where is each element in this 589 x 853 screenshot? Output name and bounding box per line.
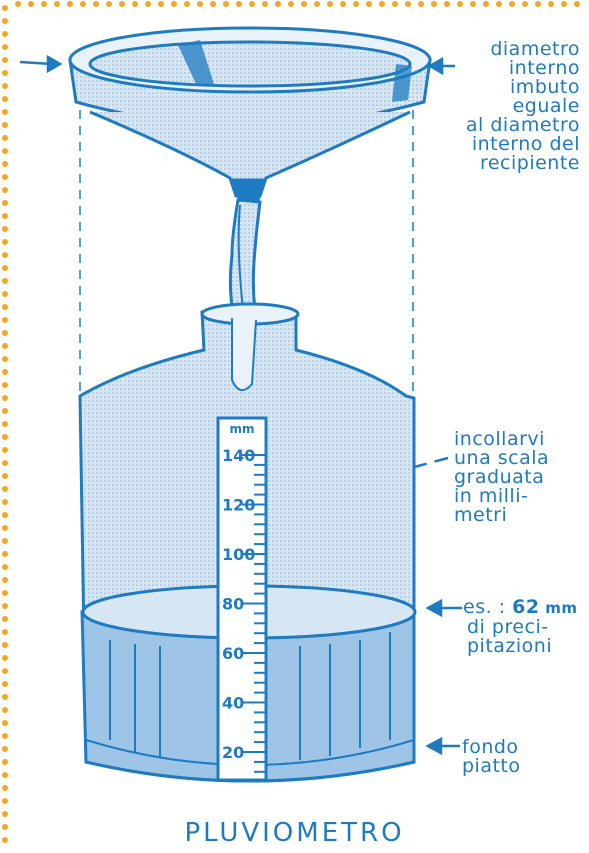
rainfall-first-line: es. : 62 mm bbox=[463, 598, 578, 618]
scale-label-line: metri bbox=[454, 506, 549, 525]
ruler-tick-label: 60 bbox=[222, 644, 244, 663]
ruler: mm 140 120 100 80 60 40 20 bbox=[218, 418, 266, 780]
ruler-unit-label: mm bbox=[229, 422, 254, 436]
ruler-tick-label: 20 bbox=[222, 743, 244, 762]
funnel bbox=[70, 28, 430, 200]
ruler-tick-label: 40 bbox=[222, 694, 244, 713]
flat-bottom-label: fondo piatto bbox=[462, 738, 521, 776]
funnel-label-line: recipiente bbox=[418, 154, 580, 173]
rainfall-unit: mm bbox=[540, 599, 578, 617]
rainfall-prefix: es. : bbox=[463, 596, 512, 618]
rainfall-label-line: pitazioni bbox=[463, 637, 578, 656]
rainfall-value: 62 bbox=[512, 596, 539, 618]
ruler-tick-label: 120 bbox=[222, 496, 255, 515]
page-title: PLUVIOMETRO bbox=[0, 818, 589, 848]
ruler-tick-label: 100 bbox=[222, 545, 255, 564]
ruler-tick-label: 80 bbox=[222, 595, 244, 614]
flat-bottom-label-line: piatto bbox=[462, 757, 521, 776]
ruler-tick-label: 140 bbox=[222, 446, 255, 465]
funnel-diameter-label: diametro interno imbuto eguale al diamet… bbox=[418, 40, 580, 173]
scale-label: incollarvi una scala graduata in milli- … bbox=[454, 430, 549, 525]
tube bbox=[230, 200, 260, 318]
rainfall-example-label: es. : 62 mm di preci- pitazioni bbox=[463, 598, 578, 656]
